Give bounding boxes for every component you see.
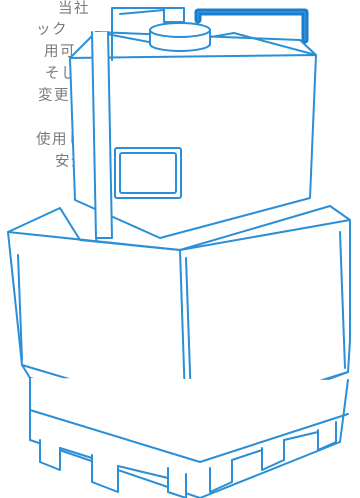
text-fragment-4: そし [45, 66, 77, 82]
text-fragment-1: 当社 [58, 1, 90, 17]
text-fragment-2: ック [36, 22, 68, 38]
text-fragment-5: 変更 [38, 88, 70, 104]
text-fragment-3: 用可 [44, 44, 76, 60]
